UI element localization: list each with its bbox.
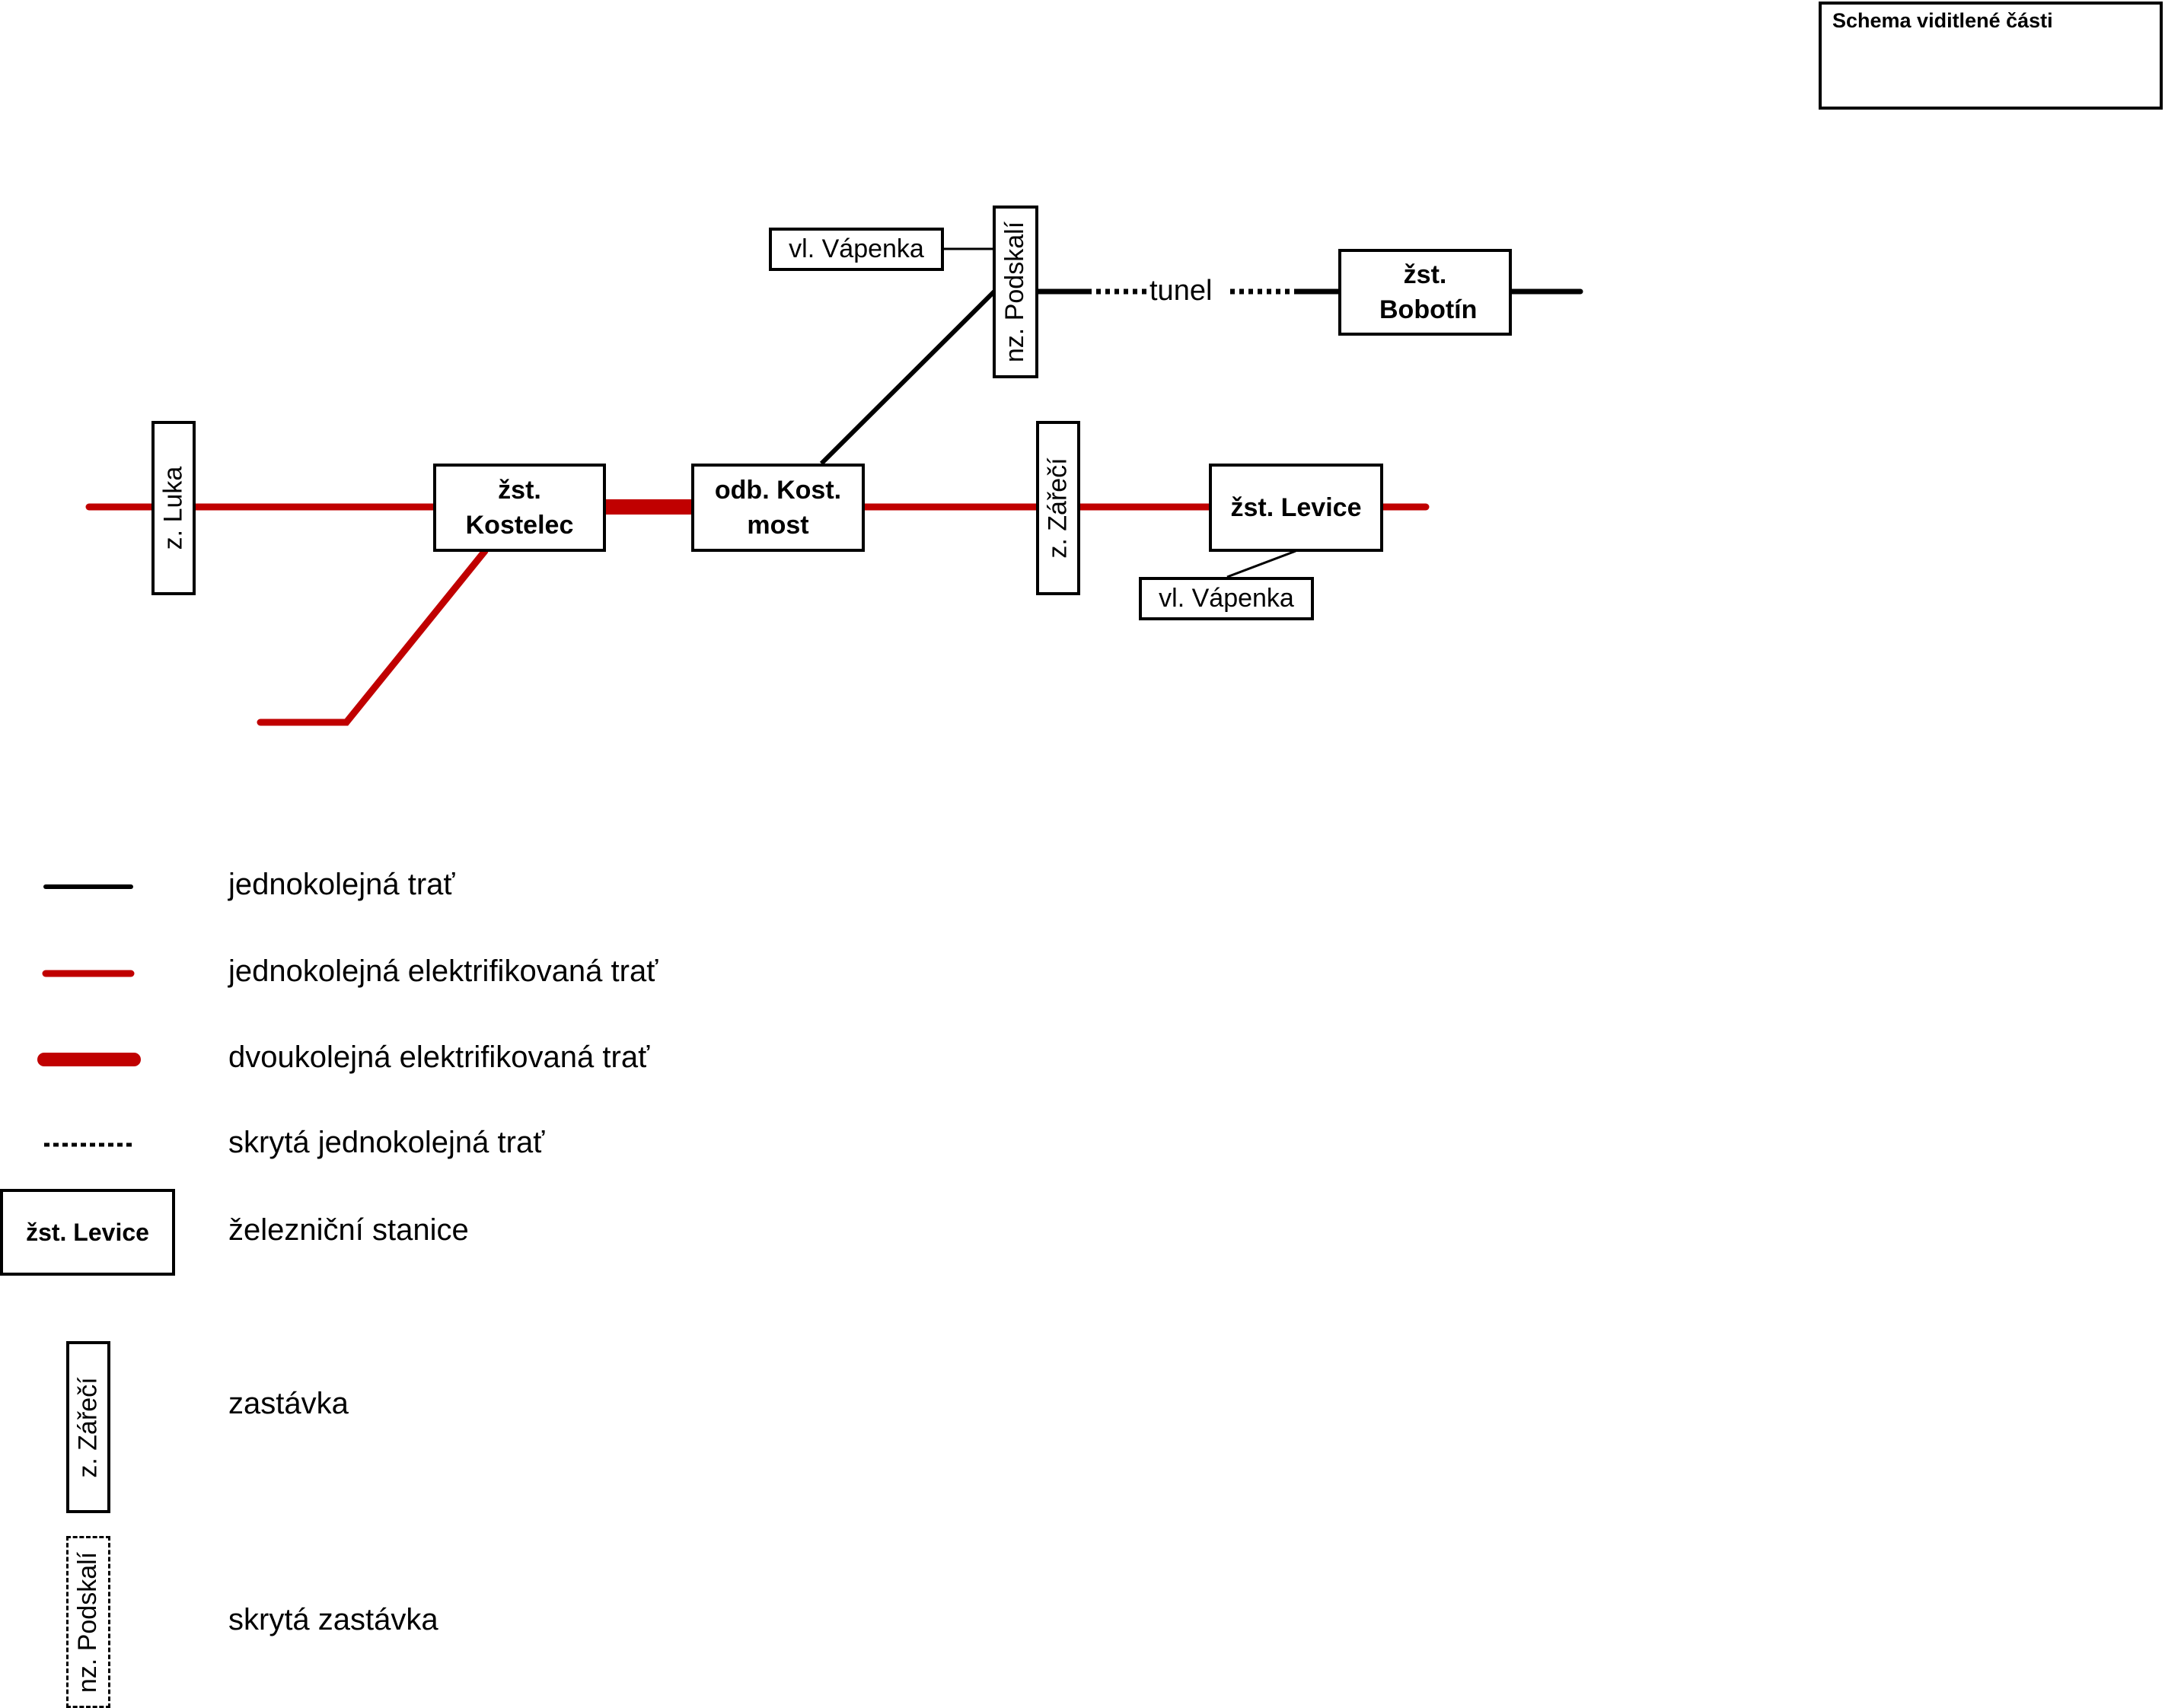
legend-label-hidden-track: skrytá jednokolejná trať [228, 1126, 545, 1159]
legend-symbol-station-box: žst. Levice [0, 1189, 175, 1276]
schema-visible-part-box: Schema viditlené části [1819, 2, 2163, 110]
legend-symbol-hidden-stop-box: nz. Podskalí [66, 1536, 110, 1708]
station-label: žst. Bobotín [1379, 260, 1478, 324]
legend-sample-label: nz. Podskalí [73, 1551, 103, 1693]
legend-label-double-electrified: dvoukolejná elektrifikovaná trať [228, 1040, 650, 1074]
track-kostelec-southwest [257, 547, 489, 726]
siding-vapenka-bottom: vl. Vápenka [1139, 577, 1314, 620]
legend-label-single-track: jednokolejná trať [228, 868, 455, 901]
track-odbocka-podskali [819, 289, 996, 466]
schema-title: Schema viditlené části [1832, 9, 2053, 32]
stop-luka: z. Luka [151, 421, 196, 595]
legend-label-stop: zastávka [228, 1387, 349, 1420]
station-kostelec: žst. Kostelec [433, 464, 606, 552]
siding-vapenka-top: vl. Vápenka [769, 228, 944, 271]
stop-podskali: nz. Podskalí [993, 206, 1038, 378]
stop-label: z. Luka [158, 466, 188, 550]
legend-symbol-stop-box: z. Zářečí [66, 1341, 110, 1513]
legend-sample-label: žst. Levice [26, 1219, 149, 1246]
tunnel-label: tunel [1148, 275, 1214, 307]
siding-label: vl. Vápenka [789, 234, 924, 263]
station-label: odb. Kost. most [714, 476, 842, 540]
stop-label: z. Zářečí [1043, 457, 1073, 559]
stop-label: nz. Podskalí [1000, 221, 1030, 363]
station-label: žst. Kostelec [465, 476, 574, 540]
siding-connector-bottom [1226, 550, 1296, 578]
stop-zareci: z. Zářečí [1036, 421, 1080, 595]
station-label: žst. Levice [1230, 493, 1362, 522]
station-levice: žst. Levice [1209, 464, 1383, 552]
legend-label-hidden-stop: skrytá zastávka [228, 1603, 438, 1636]
legend-sample-label: z. Zářečí [73, 1376, 103, 1478]
station-odbocka-kost-most: odb. Kost. most [691, 464, 865, 552]
legend-label-station: železniční stanice [228, 1213, 469, 1247]
siding-label: vl. Vápenka [1159, 584, 1294, 613]
station-bobotin: žst. Bobotín [1338, 249, 1512, 336]
legend-label-single-electrified: jednokolejná elektrifikovaná trať [228, 954, 658, 988]
